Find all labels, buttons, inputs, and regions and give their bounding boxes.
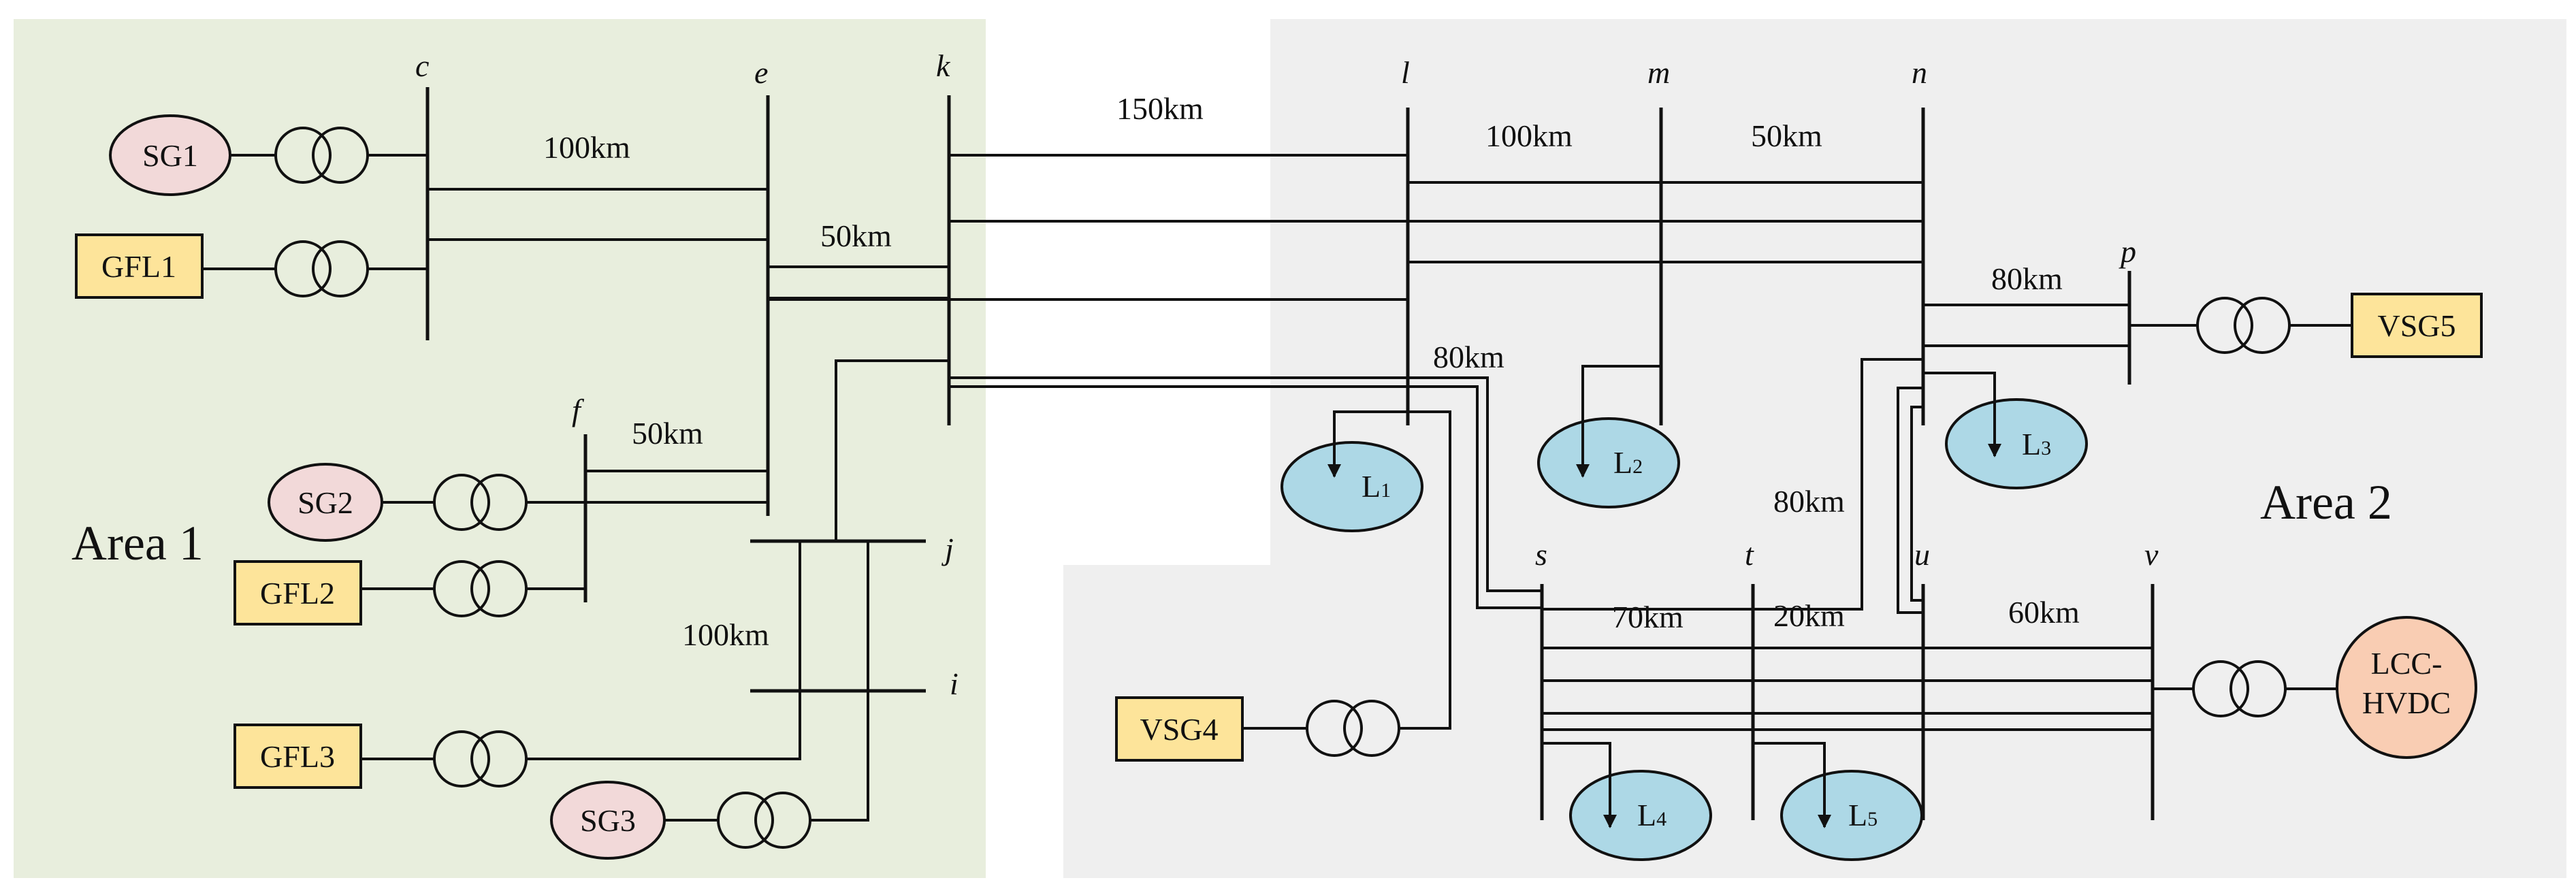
vsg5-unit: VSG5 <box>2129 293 2483 358</box>
distance-f-e: 50km <box>632 416 703 451</box>
load-l2-symbol <box>1537 417 1680 508</box>
gfl1-symbol <box>75 233 204 299</box>
bus-label-j: j <box>941 532 954 566</box>
bus-label-t: t <box>1745 537 1754 572</box>
vsg5-symbol <box>2351 293 2483 358</box>
bus-label-e: e <box>754 55 768 90</box>
gfl2-unit: GFL2 <box>234 560 585 626</box>
svg-text:L4: L4 <box>1637 798 1667 832</box>
svg-text:L3: L3 <box>2022 427 2051 461</box>
sg3-unit: SG3 <box>550 541 869 860</box>
bus-label-k: k <box>936 48 951 83</box>
load-l3: L3 <box>1923 372 2088 489</box>
load-arrow-icon <box>1753 742 1831 828</box>
gfl2-label: GFL2 <box>260 576 335 611</box>
transformer-icon <box>1306 700 1400 757</box>
distance-n-p: 80km <box>1991 261 2063 296</box>
svg-text:L5: L5 <box>1848 798 1878 832</box>
load-l2: L2 <box>1537 365 1680 508</box>
load-l1: L1 <box>1281 410 1423 532</box>
lcc-hvdc-symbol <box>2336 616 2477 759</box>
vsg4-symbol <box>1115 696 1244 762</box>
load-l4-symbol <box>1569 770 1712 861</box>
load-l4: L4 <box>1542 742 1712 861</box>
bus-label-n: n <box>1912 55 1927 90</box>
bus-label-u: u <box>1914 537 1930 572</box>
vsg4-unit: VSG4 <box>1115 696 1400 762</box>
vsg4-label: VSG4 <box>1140 712 1218 747</box>
bus-label-l: l <box>1401 55 1410 90</box>
load-arrow-icon <box>1923 372 2001 457</box>
gfl1-label: GFL1 <box>101 249 176 284</box>
distance-u-v: 60km <box>2008 595 2080 630</box>
bus-label-m: m <box>1647 55 1670 90</box>
area2-background <box>1063 19 2566 878</box>
load-l5-symbol <box>1780 770 1923 861</box>
lcc-hvdc-label-1: LCC- <box>2371 646 2443 681</box>
lcc-hvdc-label-2: HVDC <box>2362 685 2451 720</box>
distance-m-n: 50km <box>1751 118 1822 153</box>
distance-e-k: 50km <box>820 218 892 253</box>
bus-label-v: v <box>2144 537 2159 572</box>
bus-label-i: i <box>950 666 959 701</box>
lcc-hvdc-unit: LCC- HVDC <box>2153 616 2477 759</box>
area2-label: Area 2 <box>2260 475 2392 530</box>
area1-label: Area 1 <box>71 516 204 570</box>
bus-label-c: c <box>415 48 429 83</box>
distance-j-i: 100km <box>682 617 769 652</box>
distance-k-s: 80km <box>1433 340 1504 374</box>
distance-n-s: 80km <box>1773 484 1845 519</box>
transmission-lines <box>428 154 2153 731</box>
gfl2-symbol <box>234 560 362 626</box>
svg-text:L1: L1 <box>1362 469 1391 504</box>
bus-labels: c e k f j i l m n p s t u v <box>415 48 2159 701</box>
gfl3-symbol <box>234 724 362 789</box>
load-l1-symbol <box>1281 441 1423 532</box>
sg2-unit: SG2 <box>268 463 585 542</box>
load-l5: L5 <box>1753 742 1923 861</box>
distance-labels: 100km 50km 50km 100km 150km 100km 50km 8… <box>543 91 2080 652</box>
distance-n-u: 20km <box>1773 598 1845 633</box>
gfl1-unit: GFL1 <box>75 233 428 299</box>
bus-label-s: s <box>1535 537 1547 572</box>
distance-c-e: 100km <box>543 130 630 165</box>
distance-k-l: 150km <box>1116 91 1204 126</box>
sg2-label: SG2 <box>297 485 353 520</box>
load-arrow-icon <box>1576 365 1661 478</box>
load-arrow-icon <box>1542 742 1617 828</box>
distance-s-t: 70km <box>1612 600 1684 634</box>
sg1-label: SG1 <box>142 138 198 173</box>
vsg5-label: VSG5 <box>2377 308 2456 343</box>
distance-l-m: 100km <box>1485 118 1573 153</box>
load-l3-symbol <box>1945 398 2088 489</box>
svg-text:L2: L2 <box>1613 445 1643 480</box>
sg3-label: SG3 <box>580 803 636 838</box>
gfl3-label: GFL3 <box>260 739 335 774</box>
bus-label-p: p <box>2119 234 2136 269</box>
sg1-unit: SG1 <box>109 114 428 196</box>
gfl3-unit: GFL3 <box>234 541 801 789</box>
